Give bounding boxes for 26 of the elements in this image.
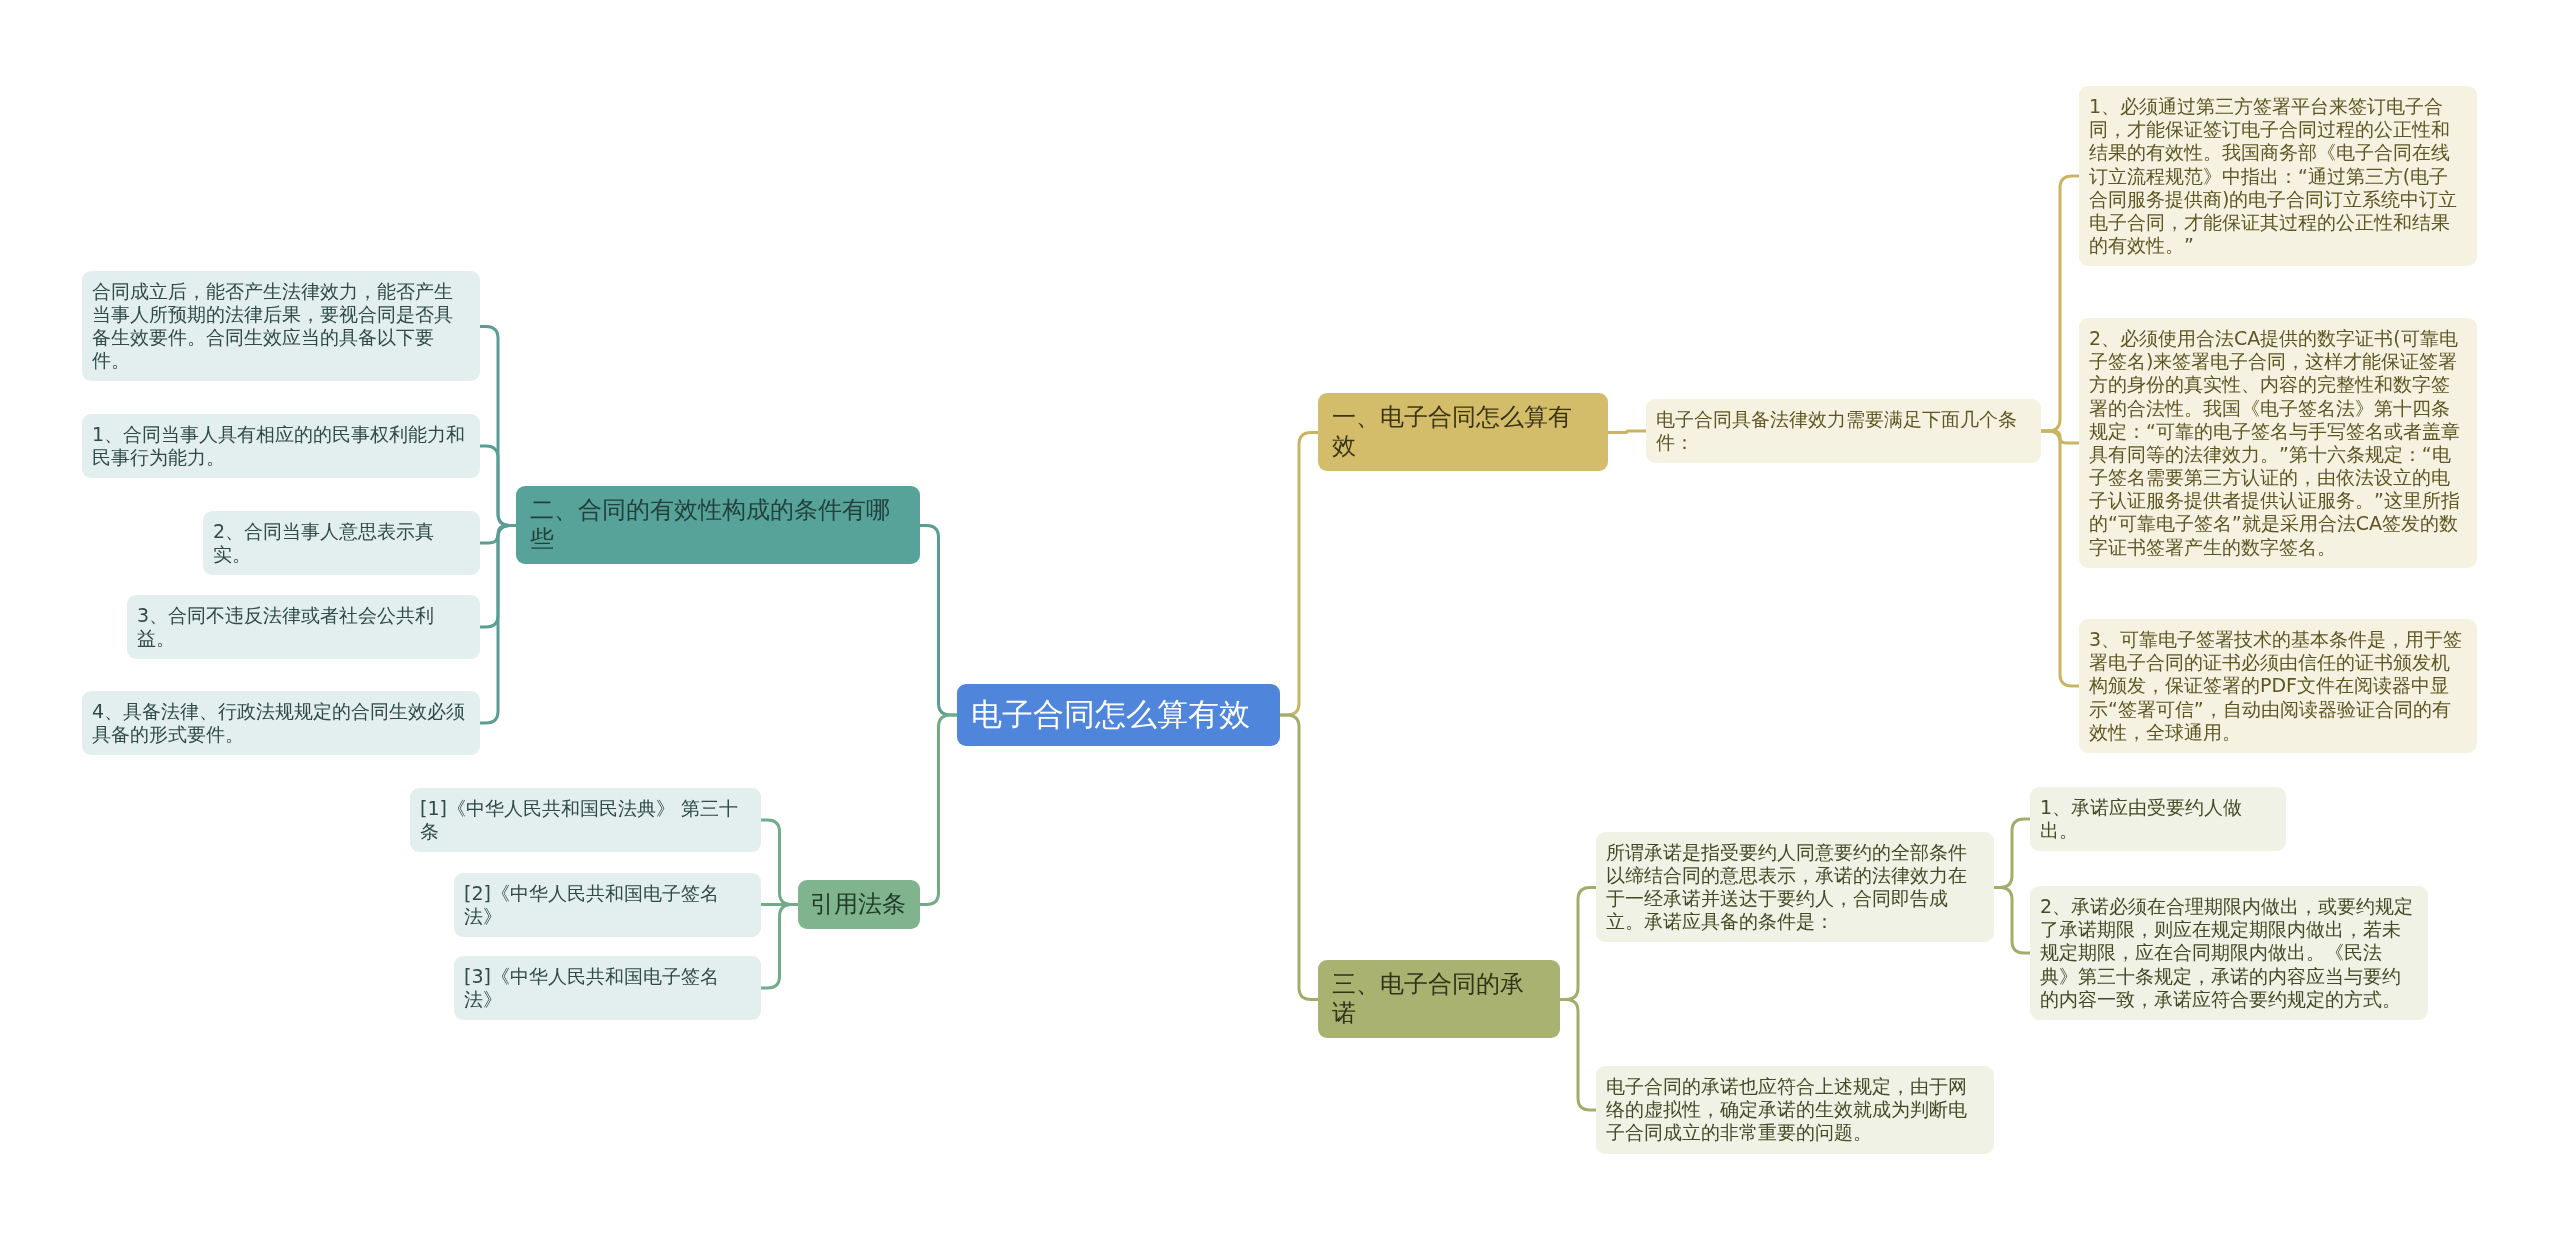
- note-box: 1、承诺应由受要约人做出。: [2030, 787, 2286, 852]
- note-box: [1]《中华人民共和国民法典》 第三十条: [410, 788, 761, 853]
- note-box: 1、必须通过第三方签署平台来签订电子合同，才能保证签订电子合同过程的公正性和结果的有效性。我国商务部《电子合同在线订立流程规范》中指出：“通过第三方(电子合同服务提供商)的电子合同订立系统中订立电子合同，才能保证其过程的公正性和结果的有效性。”: [2079, 86, 2477, 267]
- note-box: 所谓承诺是指受要约人同意要约的全部条件以缔结合同的意思表示，承诺的法律效力在于一经承诺并送达于要约人，合同即告成立。承诺应具备的条件是：: [1596, 831, 1994, 943]
- note-box: 电子合同具备法律效力需要满足下面几个条件：: [1646, 399, 2041, 464]
- branch-topic: 一、电子合同怎么算有效: [1318, 392, 1608, 472]
- connector-line: [1608, 429, 1646, 434]
- note-box: 2、必须使用合法CA提供的数字证书(可靠电子签名)来签署电子合同，这样才能保证签署方的身份的真实性、内容的完整性和数字签署的合法性。我国《电子签名法》第十四条规定：“可靠的电子签名与手写签名或者盖章具有同等的法律效力。”第十六条规定：“电子签名需要第三方认证的，由依法设立的电子认证服务提供者提供认证服务。”这里所指的“可靠电子签名”就是采用合法CA签发的数字证书签署产生的数字签名。: [2079, 318, 2477, 568]
- connector-line: [2041, 429, 2079, 688]
- branch-topic: 三、电子合同的承诺: [1318, 959, 1560, 1039]
- note-box: 2、合同当事人意思表示真实。: [203, 511, 480, 576]
- note-box: 3、可靠电子签署技术的基本条件是，用于签署电子合同的证书必须由信任的证书颁发机构颁发，保证签署的PDF文件在阅读器中显示“签署可信”，自动由阅读器验证合同的有效性，全球通用。: [2079, 619, 2477, 753]
- connector-line: [920, 713, 957, 906]
- branch-topic: 二、合同的有效性构成的条件有哪些: [516, 485, 920, 565]
- note-box: 电子合同的承诺也应符合上述规定，由于网络的虚拟性，确定承诺的生效就成为判断电子合同成立的非常重要的问题。: [1596, 1066, 1994, 1154]
- connector-line: [761, 903, 798, 990]
- note-box: [3]《中华人民共和国电子签名法》: [454, 956, 761, 1021]
- note-box: 4、具备法律、行政法规规定的合同生效必须具备的形式要件。: [82, 691, 480, 756]
- note-box: [2]《中华人民共和国电子签名法》: [454, 873, 761, 938]
- note-box: 3、合同不违反法律或者社会公共利益。: [127, 595, 480, 660]
- branch-topic: 引用法条: [798, 879, 920, 929]
- note-box: 1、合同当事人具有相应的的民事权利能力和民事行为能力。: [82, 414, 480, 479]
- central-topic: 电子合同怎么算有效: [957, 684, 1280, 746]
- note-box: 2、承诺必须在合理期限内做出，或要约规定了承诺期限，则应在规定期限内做出，若未规定期限，应在合同期限内做出。《民法典》第三十条规定，承诺的内容应当与要约的内容一致，承诺应符合要约规定的方式。: [2030, 886, 2428, 1020]
- connector-line: [1280, 713, 1318, 1001]
- note-box: 合同成立后，能否产生法律效力，能否产生当事人所预期的法律后果，要视合同是否具备生效要件。合同生效应当的具备以下要件。: [82, 270, 480, 382]
